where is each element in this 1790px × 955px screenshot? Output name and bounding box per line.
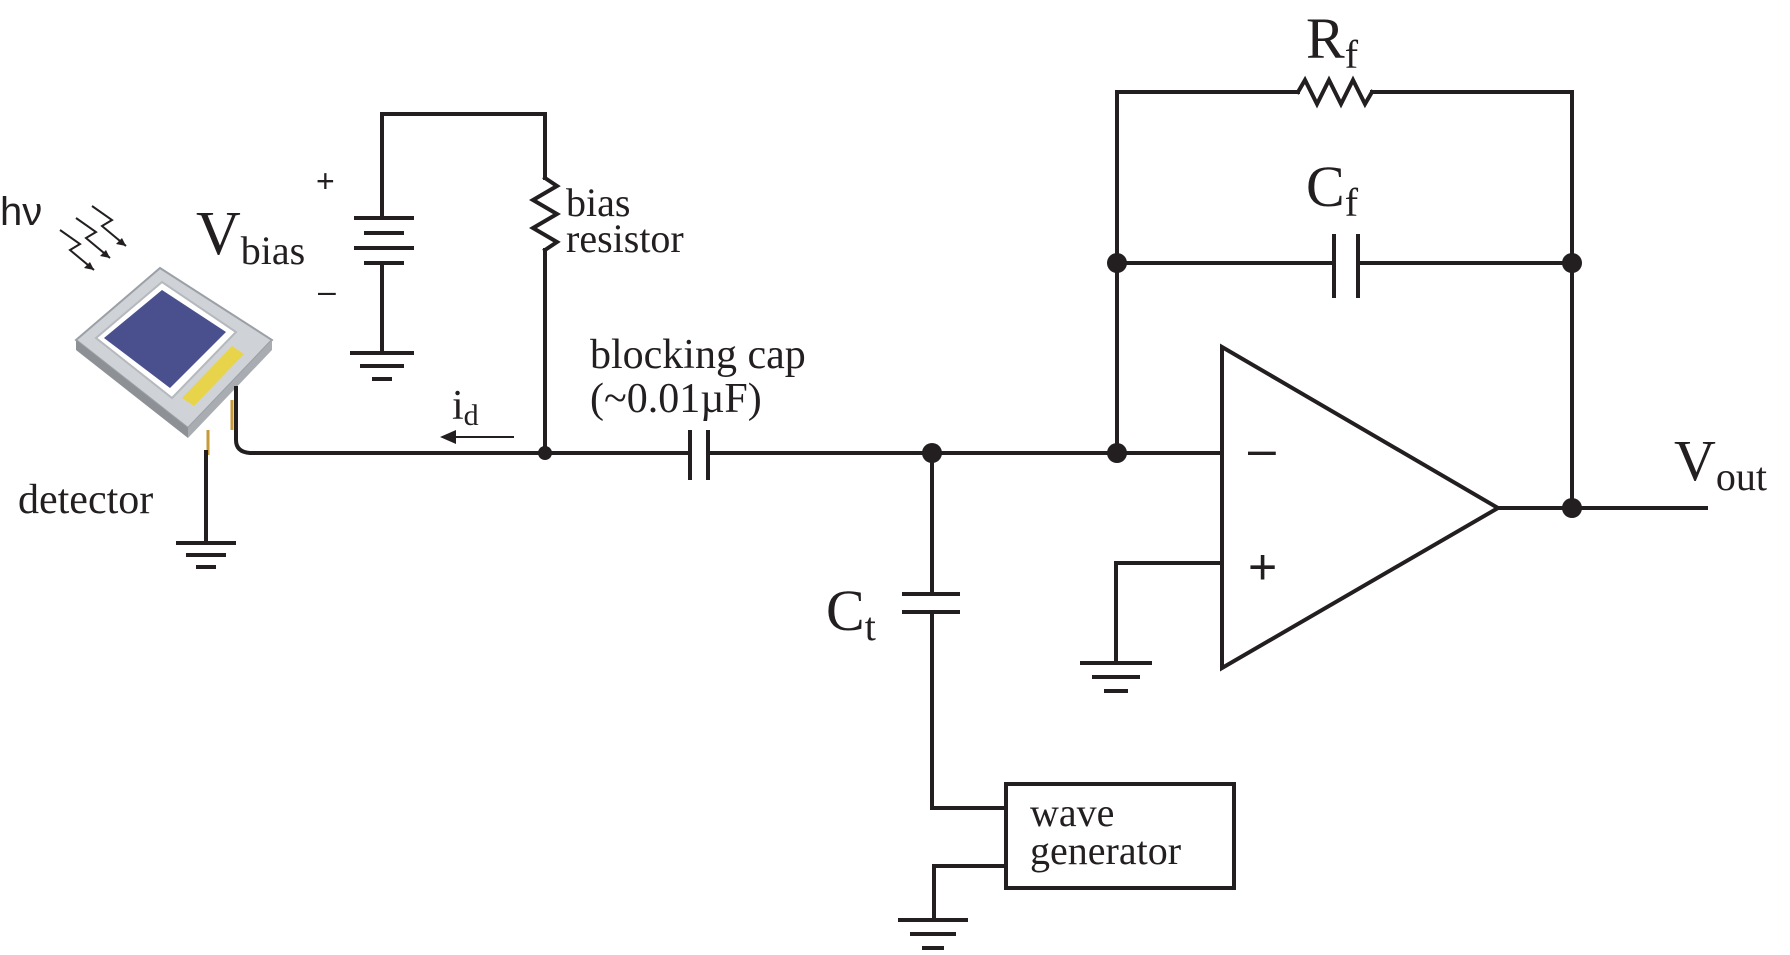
bias-resistor-symbol	[529, 175, 561, 253]
current-arrow	[440, 430, 514, 444]
wave-generator-label-line2: generator	[1030, 828, 1181, 873]
battery-ground-symbol	[350, 351, 414, 381]
vout-label: Vout	[1674, 428, 1767, 499]
bias-top-wire	[380, 112, 547, 180]
detector-ground-symbol	[176, 541, 236, 569]
current-label: id	[452, 383, 479, 432]
blocking-cap-label-line1: blocking cap	[590, 332, 806, 378]
detector-chip	[74, 266, 274, 455]
cf-left-node-dot	[1107, 253, 1127, 273]
bias-resistor-label-line1: bias	[566, 180, 630, 225]
wave-generator-box: wave generator	[1004, 782, 1236, 890]
blocking-capacitor-symbol	[688, 430, 710, 480]
photon-label: hν	[0, 190, 42, 234]
cf-right-node-dot	[1562, 253, 1582, 273]
photon-arrows	[59, 205, 127, 271]
cf-label: Cf	[1306, 154, 1359, 225]
battery-minus-sign: –	[318, 273, 336, 309]
opamp-ground-symbol	[1080, 661, 1152, 693]
feedback-right-wire	[1370, 90, 1574, 510]
wave-generator-label-line1: wave	[1030, 790, 1114, 835]
op-amp-noninverting-sign: +	[1248, 539, 1277, 595]
ct-capacitor-symbol	[902, 592, 960, 614]
battery-plus-sign: +	[316, 163, 335, 199]
feedback-left-wire	[1115, 90, 1300, 455]
blocking-cap-label-line2: (~0.01µF)	[590, 376, 762, 422]
op-amp-inverting-sign: –	[1248, 421, 1276, 477]
detector-lead-wire	[234, 386, 547, 455]
op-amp-triangle	[1220, 343, 1502, 672]
wave-generator-ground-wire	[932, 864, 1008, 922]
ct-label: Ct	[826, 578, 876, 649]
noninverting-input-wire	[1114, 561, 1224, 665]
ct-bottom-wire	[930, 612, 1008, 810]
bias-resistor-label-line2: resistor	[566, 216, 684, 261]
rf-label: Rf	[1306, 6, 1359, 77]
detector-face	[104, 290, 226, 388]
output-node-dot	[1562, 498, 1582, 518]
detector-pad	[182, 346, 244, 406]
rf-resistor-symbol	[1295, 75, 1375, 109]
battery-symbol	[354, 216, 414, 265]
wave-generator-ground-symbol	[898, 918, 968, 950]
vbias-label: Vbias	[196, 200, 305, 273]
cf-capacitor-symbol	[1332, 234, 1360, 298]
detector-label: detector	[18, 477, 153, 523]
